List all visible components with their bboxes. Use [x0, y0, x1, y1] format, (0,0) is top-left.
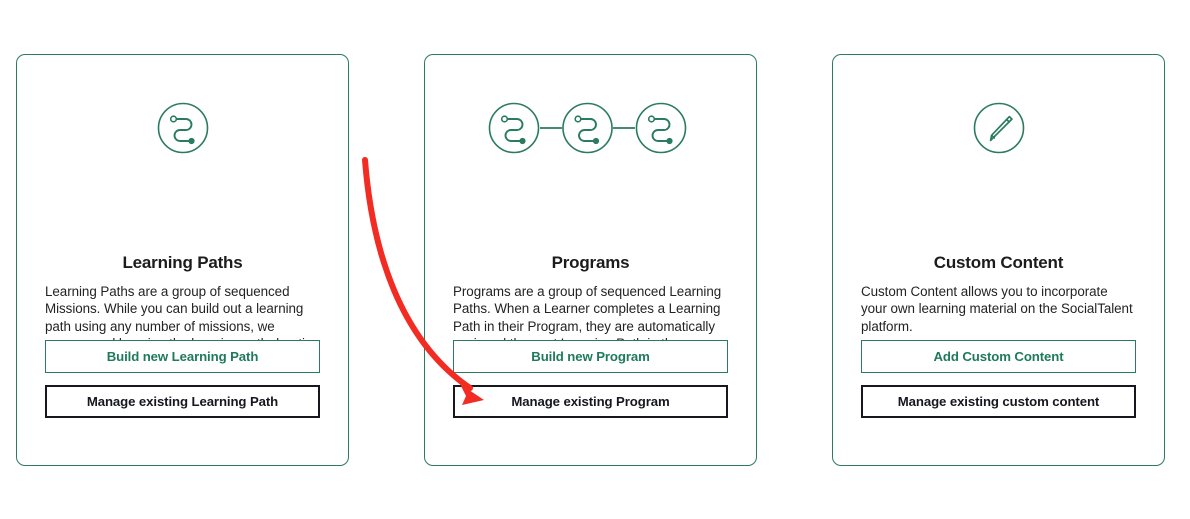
build-new-program-button[interactable]: Build new Program: [453, 340, 728, 373]
manage-existing-program-button[interactable]: Manage existing Program: [453, 385, 728, 418]
card-programs: Programs Programs are a group of sequenc…: [424, 54, 757, 466]
learning-paths-icon-area: [17, 55, 348, 201]
manage-existing-custom-content-button[interactable]: Manage existing custom content: [861, 385, 1136, 418]
card-title-learning-paths: Learning Paths: [122, 253, 243, 272]
build-new-learning-path-button[interactable]: Build new Learning Path: [45, 340, 320, 373]
learning-path-node-icon: [157, 102, 208, 154]
card-description-custom-content: Custom Content allows you to incorporate…: [861, 284, 1133, 334]
card-title-programs: Programs: [551, 253, 630, 272]
pencil-icon: [973, 102, 1024, 154]
programs-icon-area: [425, 55, 756, 201]
custom-content-icon-area: [833, 55, 1164, 201]
add-custom-content-button[interactable]: Add Custom Content: [861, 340, 1136, 373]
manage-existing-learning-path-button[interactable]: Manage existing Learning Path: [45, 385, 320, 418]
program-chain-icon: [488, 102, 686, 154]
card-custom-content: Custom Content Custom Content allows you…: [832, 54, 1165, 466]
card-title-custom-content: Custom Content: [933, 253, 1064, 272]
card-learning-paths: Learning Paths Learning Paths are a grou…: [16, 54, 349, 466]
